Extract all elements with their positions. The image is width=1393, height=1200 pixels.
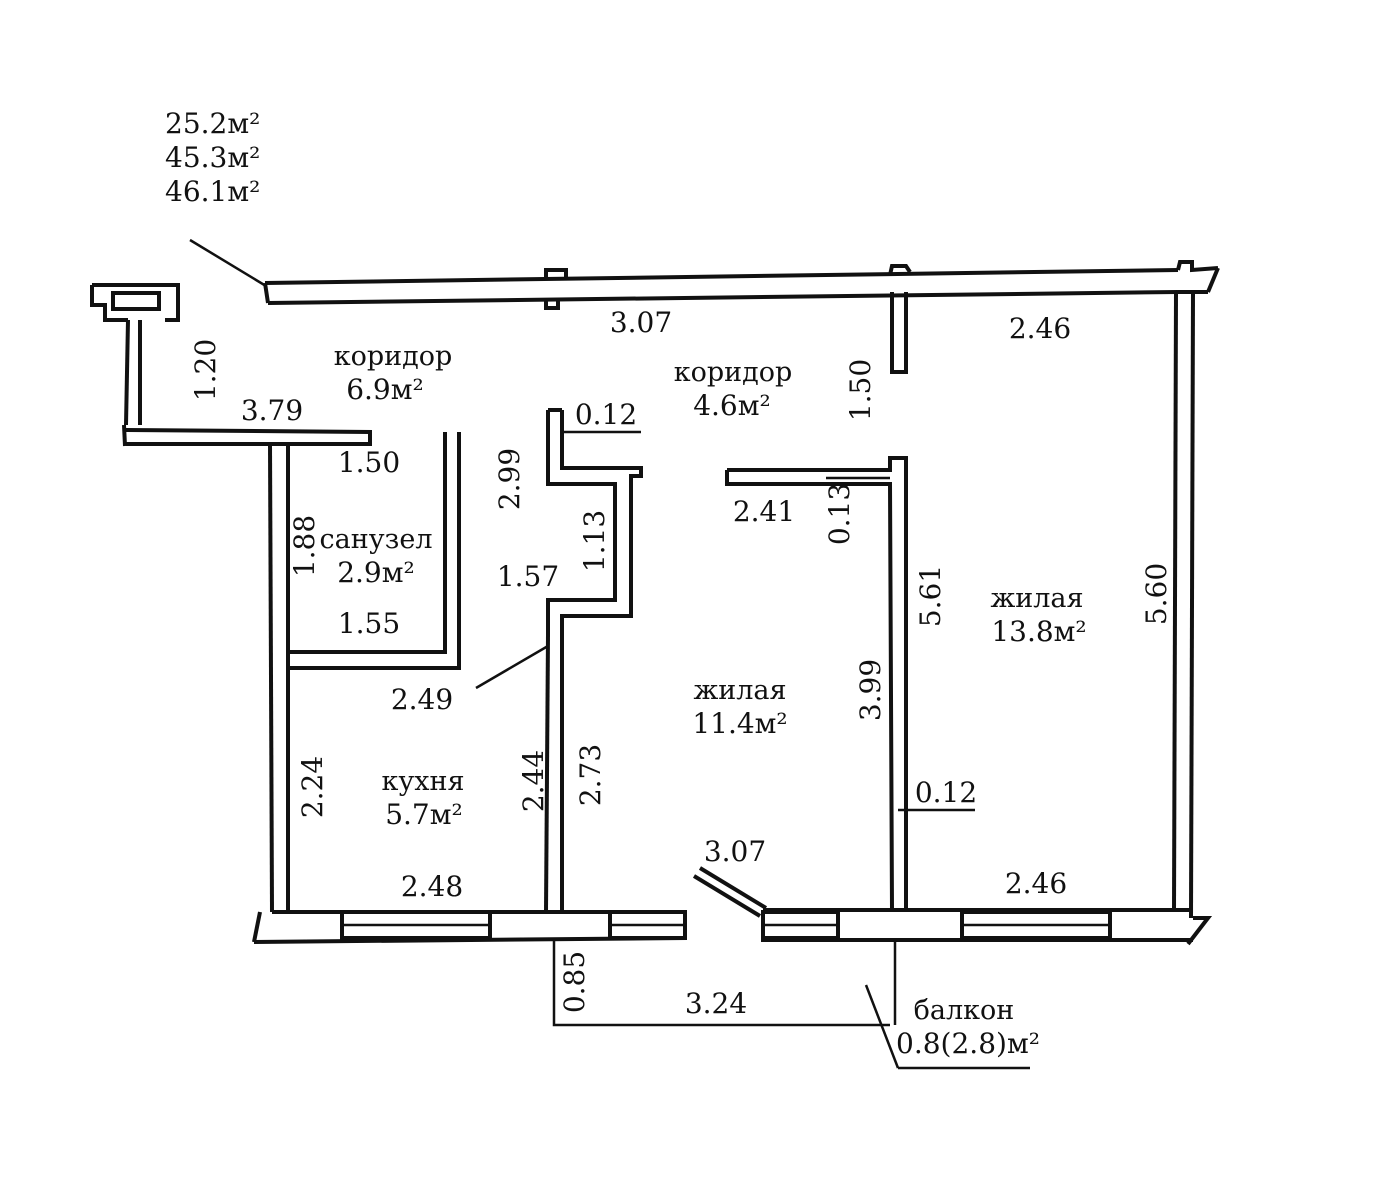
dimension-labels: 3.07 2.46 3.79 1.50 0.12 2.41 1.57 1.55 … — [189, 306, 1173, 1020]
dim-1-50-a: 1.50 — [338, 446, 400, 479]
dim-top-2-46: 2.46 — [1009, 312, 1071, 345]
dim-2-41: 2.41 — [733, 495, 795, 528]
living-room-1-name: жилая — [693, 675, 786, 706]
balcony-name: балкон — [914, 995, 1015, 1026]
dim-3-24: 3.24 — [685, 987, 747, 1020]
dim-2-73: 2.73 — [574, 744, 607, 806]
walls — [90, 260, 1220, 946]
dim-1-20: 1.20 — [189, 339, 222, 401]
dim-top-3-07: 3.07 — [610, 306, 672, 339]
kitchen-area: 5.7м² — [385, 798, 463, 831]
dim-5-61: 5.61 — [914, 565, 947, 627]
dim-1-50-b: 1.50 — [844, 359, 877, 421]
dim-1-13: 1.13 — [578, 510, 611, 572]
dim-3-79: 3.79 — [241, 394, 303, 427]
dim-1-57: 1.57 — [497, 560, 559, 593]
living-room-2-area: 13.8м² — [991, 615, 1086, 648]
bathroom-area: 2.9м² — [337, 556, 415, 589]
dim-0-12-b: 0.12 — [915, 776, 977, 809]
dim-2-49: 2.49 — [391, 683, 453, 716]
dim-2-99: 2.99 — [493, 448, 526, 510]
dim-0-85: 0.85 — [558, 951, 591, 1013]
kitchen-name: кухня — [381, 766, 464, 797]
living-room-1-area: 11.4м² — [692, 707, 787, 740]
dim-3-99: 3.99 — [854, 659, 887, 721]
bathroom-name: санузел — [320, 524, 433, 555]
dim-3-07-b: 3.07 — [704, 835, 766, 868]
dim-2-46-b: 2.46 — [1005, 867, 1067, 900]
living-room-2-name: жилая — [990, 583, 1083, 614]
dim-2-24: 2.24 — [296, 756, 329, 818]
dim-2-48: 2.48 — [401, 870, 463, 903]
dim-2-44: 2.44 — [517, 750, 550, 812]
leader-lines — [189, 238, 1030, 1070]
dim-0-12-a: 0.12 — [575, 398, 637, 431]
dim-1-88: 1.88 — [288, 515, 321, 577]
dim-5-60: 5.60 — [1140, 563, 1173, 625]
dim-1-55: 1.55 — [338, 607, 400, 640]
total-living-area: 25.2м² — [165, 107, 260, 140]
dim-0-13: 0.13 — [823, 483, 856, 545]
balcony-area: 0.8(2.8)м² — [896, 1027, 1040, 1060]
room-labels: коридор 6.9м² коридор 4.6м² санузел 2.9м… — [320, 341, 1087, 1060]
corridor-2-name: коридор — [674, 357, 793, 388]
corridor-1-area: 6.9м² — [346, 373, 424, 406]
total-area: 45.3м² — [165, 141, 260, 174]
corridor-1-name: коридор — [334, 341, 453, 372]
corridor-2-area: 4.6м² — [693, 389, 771, 422]
area-totals: 25.2м² 45.3м² 46.1м² — [165, 107, 260, 208]
total-area-with-balcony: 46.1м² — [165, 175, 260, 208]
